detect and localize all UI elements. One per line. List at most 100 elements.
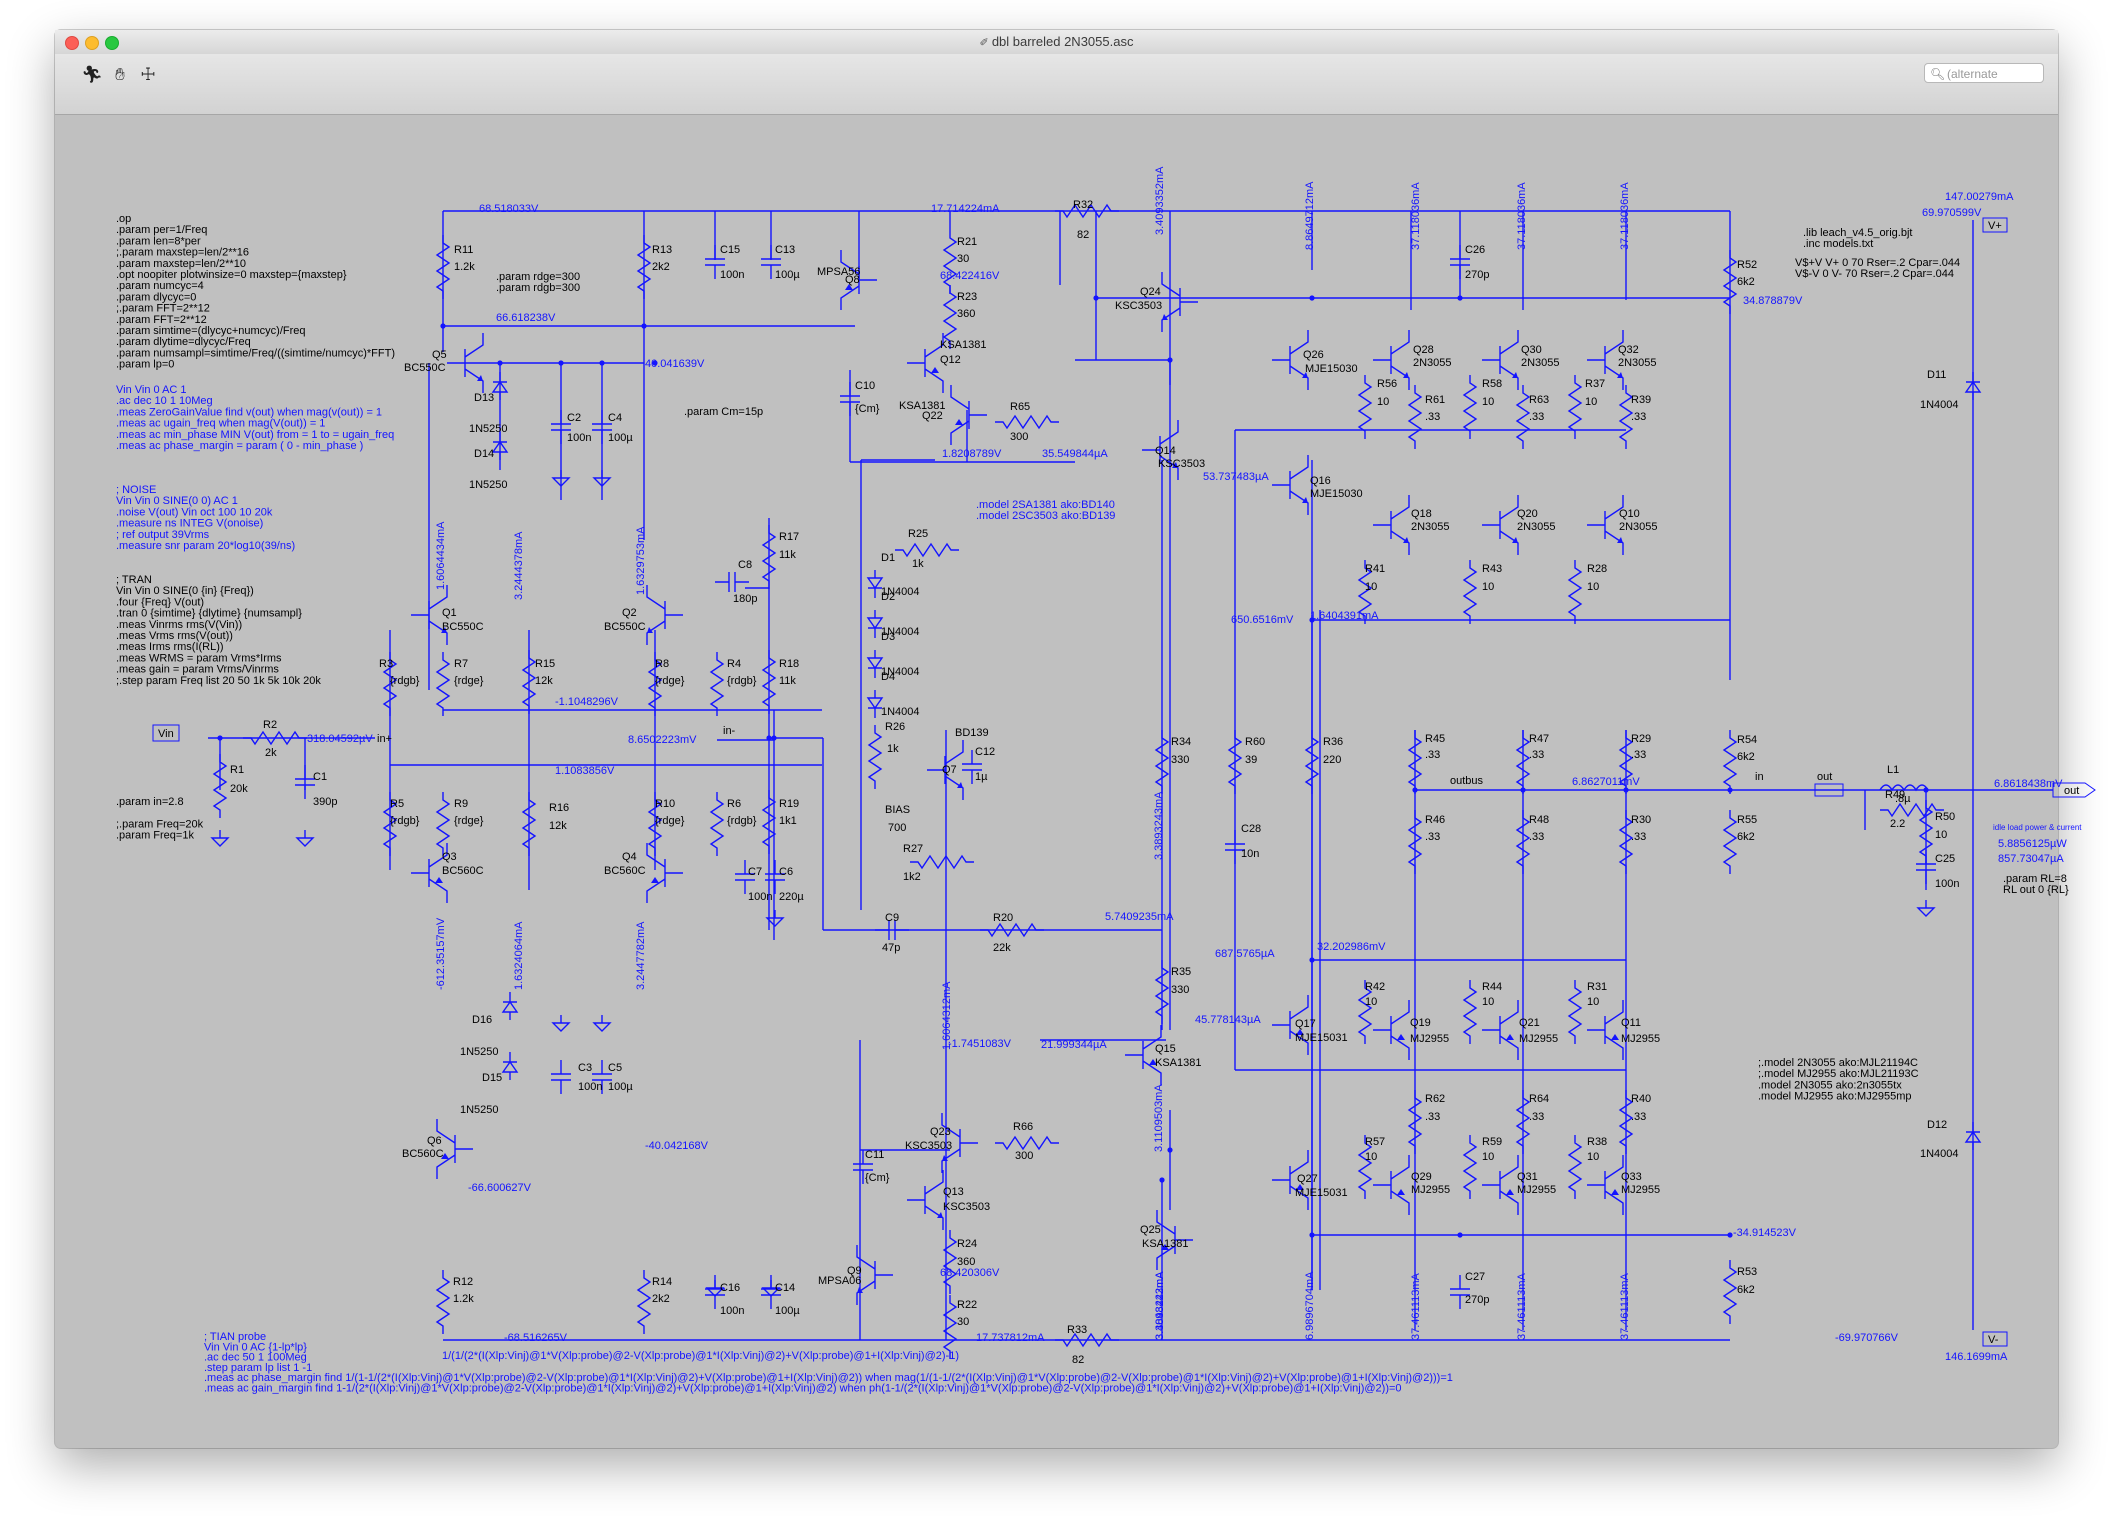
resistor-r64[interactable]	[1515, 1090, 1531, 1154]
resistor-r12[interactable]	[435, 1270, 451, 1334]
probe-icon[interactable]: ☩	[140, 65, 156, 84]
vminus-port[interactable]	[1982, 1331, 2008, 1347]
resistor-r42[interactable]	[1357, 980, 1373, 1044]
diode-d1[interactable]	[866, 570, 884, 598]
resistor-r23[interactable]	[942, 285, 958, 349]
resistor-r63[interactable]	[1515, 385, 1531, 449]
resistor-r47[interactable]	[1515, 730, 1531, 794]
resistor-r14[interactable]	[636, 1270, 652, 1334]
resistor-r7[interactable]	[435, 652, 451, 716]
resistor-r35[interactable]	[1154, 960, 1170, 1024]
zoom-button[interactable]	[105, 36, 119, 50]
capacitor-c3[interactable]	[551, 1060, 571, 1094]
transistor-q23[interactable]	[941, 1113, 978, 1173]
capacitor-c26[interactable]	[1450, 245, 1470, 279]
diode-d11[interactable]	[1964, 372, 1982, 400]
resistor-r45[interactable]	[1407, 730, 1423, 794]
transistor-q18[interactable]	[1373, 495, 1410, 555]
transistor-q25[interactable]	[1156, 1210, 1193, 1270]
transistor-q5[interactable]	[447, 333, 484, 393]
resistor-r52[interactable]	[1722, 250, 1738, 314]
out-port[interactable]	[2052, 782, 2096, 798]
resistor-r22[interactable]	[942, 1295, 958, 1359]
transistor-q28[interactable]	[1373, 330, 1410, 390]
resistor-r8[interactable]	[647, 652, 663, 716]
inductor-l1[interactable]	[1879, 784, 1929, 792]
transistor-q13[interactable]	[907, 1170, 944, 1230]
resistor-r57[interactable]	[1357, 1135, 1373, 1199]
capacitor-c27[interactable]	[1450, 1275, 1470, 1309]
transistor-q17[interactable]	[1272, 995, 1309, 1055]
vplus-port[interactable]	[1982, 217, 2008, 233]
resistor-r25[interactable]	[895, 542, 959, 558]
capacitor-c1[interactable]	[295, 765, 315, 799]
resistor-r15[interactable]	[521, 650, 537, 714]
transistor-q15[interactable]	[1125, 1025, 1162, 1085]
capacitor-c10[interactable]	[840, 382, 860, 416]
resistor-r3[interactable]	[382, 652, 398, 716]
resistor-r59[interactable]	[1462, 1135, 1478, 1199]
resistor-r62[interactable]	[1407, 1090, 1423, 1154]
diode-d14[interactable]	[491, 432, 509, 460]
transistor-q30[interactable]	[1482, 330, 1519, 390]
minimize-button[interactable]	[85, 36, 99, 50]
halt-hand-icon[interactable]: ✋︎	[115, 65, 125, 84]
transistor-q31[interactable]	[1482, 1155, 1519, 1215]
resistor-r55[interactable]	[1722, 810, 1738, 874]
transistor-q26[interactable]	[1272, 330, 1309, 390]
probe-block[interactable]	[1814, 783, 1844, 797]
capacitor-c6[interactable]	[765, 860, 785, 894]
resistor-r56[interactable]	[1357, 375, 1373, 439]
resistor-r49[interactable]	[1880, 802, 1944, 818]
capacitor-c12[interactable]	[962, 750, 982, 784]
capacitor-c9[interactable]	[875, 920, 909, 940]
close-button[interactable]	[65, 36, 79, 50]
resistor-r50[interactable]	[1918, 800, 1934, 864]
resistor-r4[interactable]	[709, 652, 725, 716]
resistor-r32[interactable]	[1055, 203, 1119, 219]
vin-port[interactable]	[152, 724, 180, 742]
capacitor-c2[interactable]	[551, 410, 571, 444]
transistor-q8[interactable]	[840, 250, 877, 310]
resistor-r20[interactable]	[980, 922, 1044, 938]
resistor-r2[interactable]	[243, 730, 307, 746]
resistor-r26[interactable]	[867, 725, 883, 789]
capacitor-c4[interactable]	[592, 410, 612, 444]
transistor-q19[interactable]	[1373, 1000, 1410, 1060]
transistor-q12[interactable]	[907, 333, 944, 393]
diode-d3[interactable]	[866, 650, 884, 678]
transistor-q32[interactable]	[1587, 330, 1624, 390]
transistor-q14[interactable]	[1142, 420, 1179, 480]
resistor-r24[interactable]	[942, 1230, 958, 1294]
resistor-r65[interactable]	[995, 414, 1059, 430]
transistor-q22[interactable]	[950, 385, 987, 445]
transistor-q20[interactable]	[1482, 495, 1519, 555]
transistor-q16[interactable]	[1272, 455, 1309, 515]
capacitor-c13[interactable]	[761, 245, 781, 279]
resistor-r53[interactable]	[1722, 1260, 1738, 1324]
resistor-r36[interactable]	[1304, 730, 1320, 794]
resistor-r27[interactable]	[910, 854, 974, 870]
capacitor-c15[interactable]	[705, 245, 725, 279]
resistor-r31[interactable]	[1567, 980, 1583, 1044]
transistor-q24[interactable]	[1161, 272, 1198, 332]
resistor-r17[interactable]	[761, 525, 777, 589]
resistor-r60[interactable]	[1227, 730, 1243, 794]
resistor-r10[interactable]	[647, 792, 663, 856]
capacitor-c28[interactable]	[1225, 830, 1245, 864]
resistor-r48[interactable]	[1515, 810, 1531, 874]
transistor-q4[interactable]	[646, 843, 683, 903]
resistor-r61[interactable]	[1407, 385, 1423, 449]
diode-d13[interactable]	[491, 372, 509, 400]
transistor-q11[interactable]	[1587, 1000, 1624, 1060]
resistor-r18[interactable]	[761, 650, 777, 714]
resistor-r40[interactable]	[1618, 1090, 1634, 1154]
capacitor-c5[interactable]	[592, 1060, 612, 1094]
transistor-q33[interactable]	[1587, 1155, 1624, 1215]
diode-d4[interactable]	[866, 690, 884, 718]
resistor-r43[interactable]	[1462, 560, 1478, 624]
run-icon[interactable]: 🏃︎	[81, 65, 103, 84]
resistor-r58[interactable]	[1462, 375, 1478, 439]
resistor-r37[interactable]	[1567, 375, 1583, 439]
capacitor-c8[interactable]	[715, 572, 749, 592]
